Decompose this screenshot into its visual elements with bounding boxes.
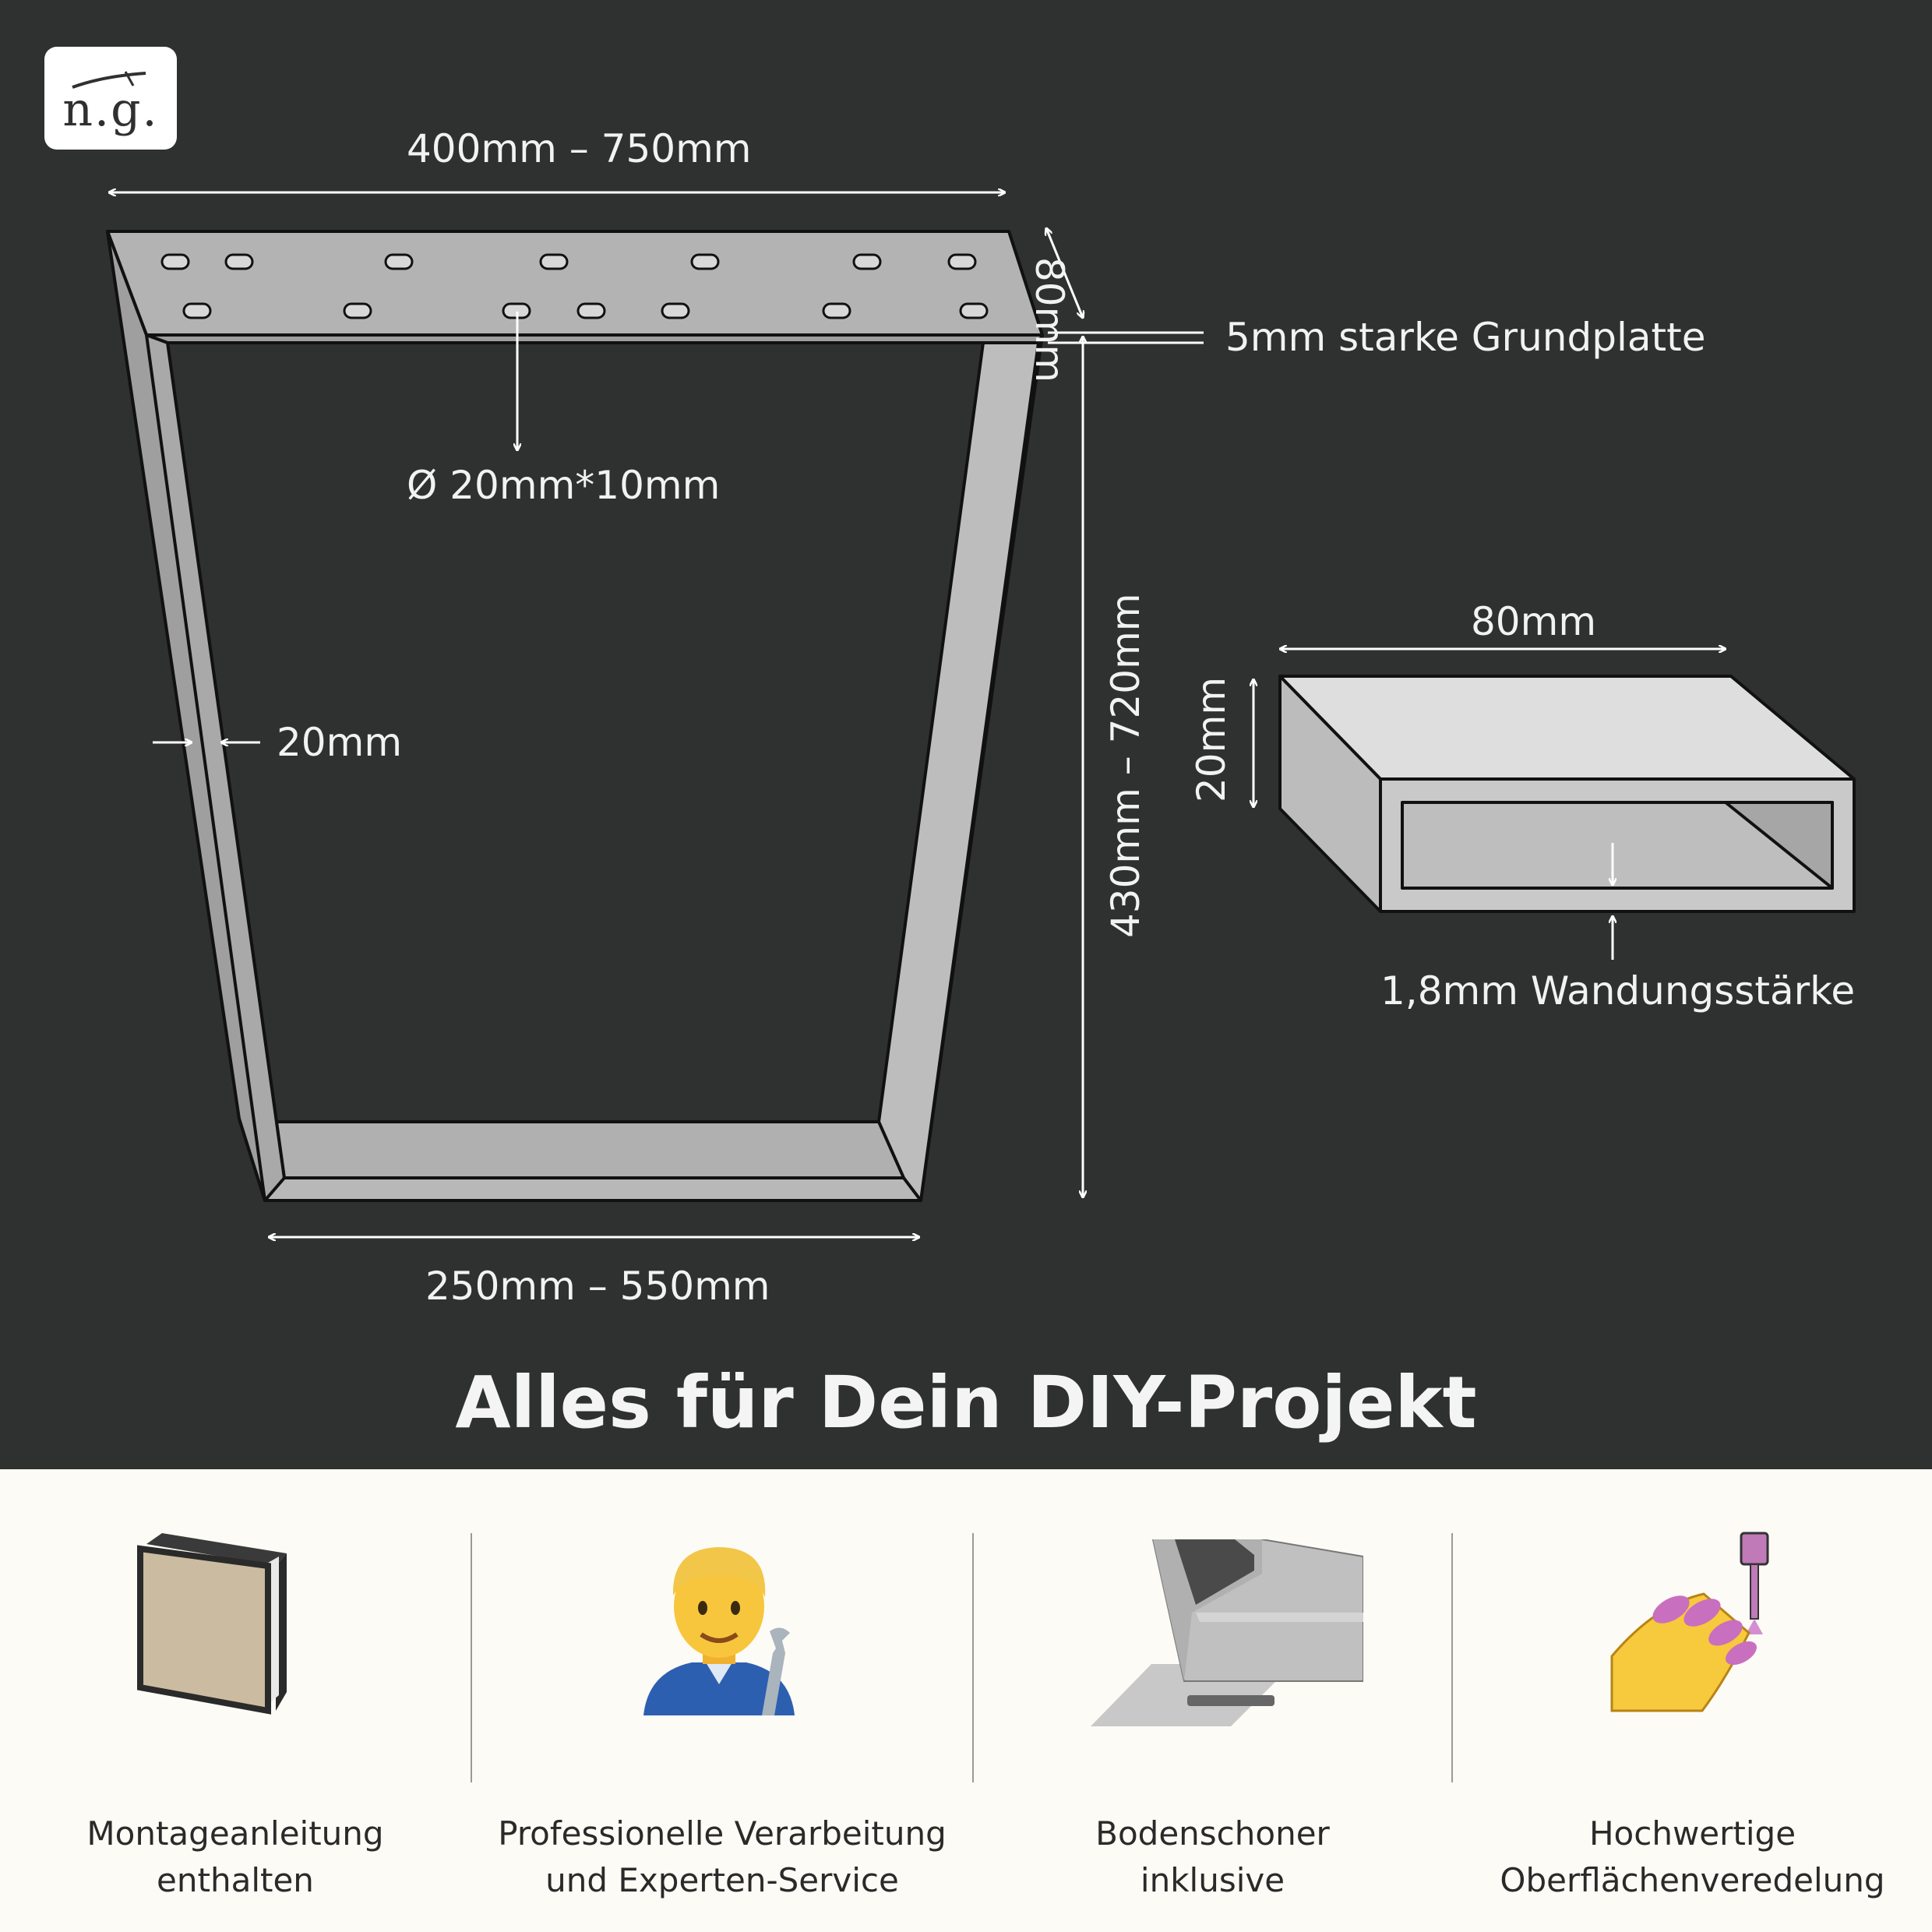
feature-service: Professionelle Verarbeitung und Experten… bbox=[472, 1469, 972, 1932]
depth-arrow bbox=[1046, 228, 1083, 318]
feature-line: enthalten bbox=[157, 1861, 314, 1899]
divider bbox=[1451, 1533, 1453, 1782]
frame-thickness-label: 20mm bbox=[277, 720, 403, 765]
hole bbox=[661, 302, 690, 319]
profile-dimension-lines bbox=[1253, 649, 1726, 960]
feature-line: Hochwertige bbox=[1588, 1814, 1796, 1853]
depth-label: 80mm bbox=[1027, 257, 1072, 383]
manual-book-icon bbox=[137, 1533, 287, 1715]
hole-size-label: Ø 20mm*10mm bbox=[407, 463, 721, 508]
hole bbox=[539, 253, 569, 270]
profile-inner-shade bbox=[1724, 801, 1834, 890]
hole bbox=[822, 302, 851, 319]
profile-width-label: 80mm bbox=[1471, 599, 1597, 644]
height-label: 430mm – 720mm bbox=[1103, 593, 1148, 938]
nail-polish-icon bbox=[1610, 1532, 1769, 1712]
table-leg-diagram bbox=[106, 0, 1856, 1465]
floor-protector-icon bbox=[1091, 1539, 1363, 1726]
leg-frame bbox=[106, 230, 1044, 1202]
hole bbox=[959, 302, 989, 319]
headline: Alles für Dein DIY-Projekt bbox=[455, 1361, 1477, 1444]
logo-text: n.g. bbox=[62, 83, 159, 137]
feature-line: Professionelle Verarbeitung bbox=[498, 1814, 947, 1853]
feature-finish: Hochwertige Oberflächenveredelung bbox=[1453, 1469, 1932, 1932]
top-plate bbox=[106, 230, 1044, 337]
dimension-lines bbox=[109, 192, 1204, 1237]
feature-finish-label: Hochwertige Oberflächenveredelung bbox=[1453, 1810, 1932, 1904]
base-plate-label: 5mm starke Grundplatte bbox=[1225, 315, 1706, 360]
feature-floor-protector: Bodenschoner inklusive bbox=[974, 1469, 1451, 1932]
hole bbox=[852, 253, 882, 270]
hole bbox=[690, 253, 720, 270]
bottom-width-label: 250mm – 550mm bbox=[425, 1264, 770, 1309]
hole bbox=[576, 302, 606, 319]
hole bbox=[947, 253, 977, 270]
feature-floor-protector-label: Bodenschoner inklusive bbox=[974, 1810, 1451, 1904]
feature-line: Oberflächenveredelung bbox=[1500, 1861, 1885, 1899]
features-panel: Montageanleitung enthalten Professionell… bbox=[0, 1469, 1932, 1932]
logo-stroke-icon bbox=[72, 71, 146, 89]
brand-logo: n.g. bbox=[44, 47, 177, 150]
mounting-holes bbox=[160, 253, 989, 319]
hole bbox=[343, 302, 372, 319]
mechanic-icon bbox=[643, 1547, 795, 1715]
bottom-bar-top-face bbox=[275, 1120, 905, 1179]
feature-line: und Experten-Service bbox=[545, 1861, 899, 1899]
feature-line: Bodenschoner bbox=[1095, 1814, 1330, 1853]
divider bbox=[972, 1533, 974, 1782]
hole bbox=[182, 302, 212, 319]
feature-line: inklusive bbox=[1140, 1861, 1285, 1899]
left-bar-side bbox=[106, 230, 266, 1202]
hole bbox=[224, 253, 254, 270]
wall-thickness-label: 1,8mm Wandungsstärke bbox=[1380, 968, 1856, 1014]
profile-height-label: 20mm bbox=[1189, 676, 1234, 802]
feature-manual: Montageanleitung enthalten bbox=[0, 1469, 471, 1932]
hole bbox=[160, 253, 190, 270]
feature-manual-label: Montageanleitung enthalten bbox=[0, 1810, 471, 1904]
top-width-label: 400mm – 750mm bbox=[407, 126, 752, 171]
divider bbox=[471, 1533, 472, 1782]
feature-line: Montageanleitung bbox=[86, 1814, 384, 1853]
feature-service-label: Professionelle Verarbeitung und Experten… bbox=[472, 1810, 972, 1904]
hole bbox=[384, 253, 414, 270]
profile-section bbox=[1278, 675, 1856, 913]
